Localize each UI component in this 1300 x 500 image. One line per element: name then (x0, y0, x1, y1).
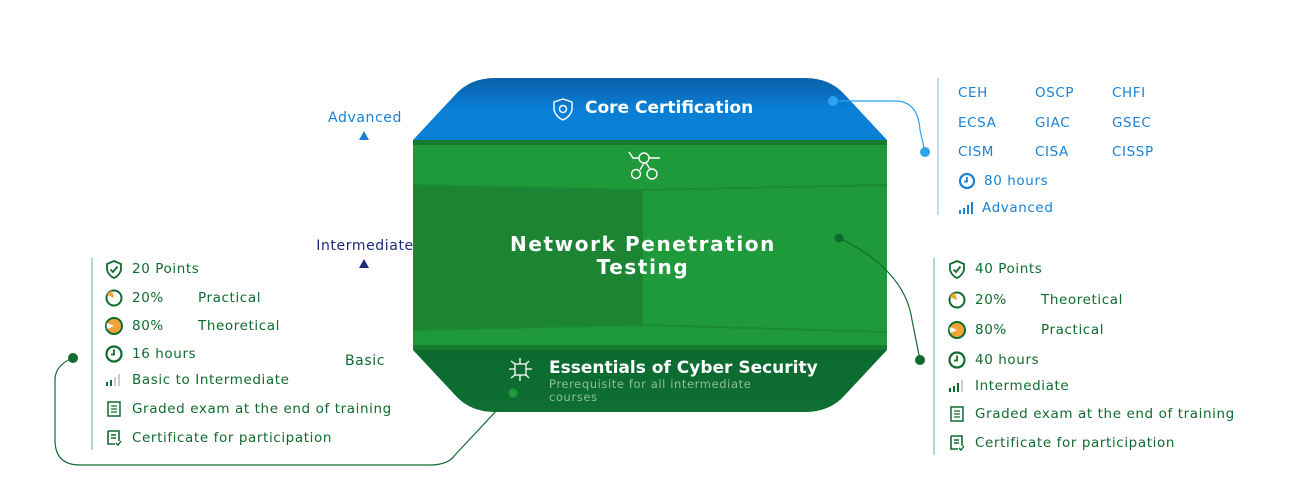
basic-certificate: Certificate for participation (104, 429, 332, 447)
cert-giac: GIAC (1035, 115, 1071, 131)
exam-sheet-icon (950, 406, 964, 422)
pie-20-icon (105, 289, 123, 307)
base-tier-title[interactable]: Essentials of Cyber Security (549, 358, 818, 378)
clock-icon (948, 351, 966, 369)
certificate-icon (950, 435, 965, 452)
pie-80-icon (948, 321, 966, 339)
base-tier-shape (413, 350, 887, 412)
intermediate-exam: Graded exam at the end of training (947, 405, 1235, 423)
intermediate-points: 40 Points (947, 259, 1042, 279)
circuit-chip-icon (509, 358, 532, 381)
cert-gsec: GSEC (1112, 115, 1152, 131)
intermediate-hours: 40 hours (947, 350, 1039, 370)
intermediate-split-2: 80%Practical (947, 320, 1104, 340)
intermediate-certificate: Certificate for participation (947, 434, 1175, 452)
cert-ecsa: ECSA (958, 115, 997, 131)
intermediate-split-1: 20%Theoretical (947, 290, 1123, 310)
basic-exam: Graded exam at the end of training (104, 400, 392, 418)
basic-hours: 16 hours (104, 344, 196, 364)
level-label-basic: Basic (344, 353, 386, 369)
signal-bars-icon (106, 374, 120, 386)
cert-oscp: OSCP (1035, 85, 1075, 101)
core-tier-title[interactable]: Core Certification (585, 98, 754, 118)
clock-icon (105, 345, 123, 363)
clock-icon (958, 172, 976, 190)
core-level: Advanced (958, 200, 1053, 216)
cert-cism: CISM (958, 144, 995, 160)
basic-points: 20 Points (104, 259, 199, 279)
shield-icon (553, 98, 573, 121)
signal-bars-icon (949, 380, 963, 392)
basic-split-1: 20%Practical (104, 288, 261, 308)
level-label-advanced: Advanced (328, 110, 402, 126)
signal-bars-icon (959, 202, 973, 214)
exam-sheet-icon (107, 401, 121, 417)
core-tier-shape (413, 78, 887, 140)
pie-20-icon (948, 291, 966, 309)
shield-check-icon (949, 260, 965, 279)
cert-chfi: CHFI (1112, 85, 1146, 101)
core-hours: 80 hours (958, 172, 1048, 190)
basic-split-2: 80%Theoretical (104, 316, 280, 336)
intermediate-level: Intermediate (947, 378, 1069, 394)
network-people-icon (628, 151, 660, 180)
basic-level: Basic to Intermediate (104, 372, 290, 388)
pie-80-icon (105, 317, 123, 335)
cert-ceh: CEH (958, 85, 988, 101)
cert-cissp: CISSP (1112, 144, 1154, 160)
level-label-intermediate: Intermediate (316, 238, 414, 254)
shield-check-icon (106, 260, 122, 279)
cert-cisa: CISA (1035, 144, 1069, 160)
certificate-icon (107, 430, 122, 447)
